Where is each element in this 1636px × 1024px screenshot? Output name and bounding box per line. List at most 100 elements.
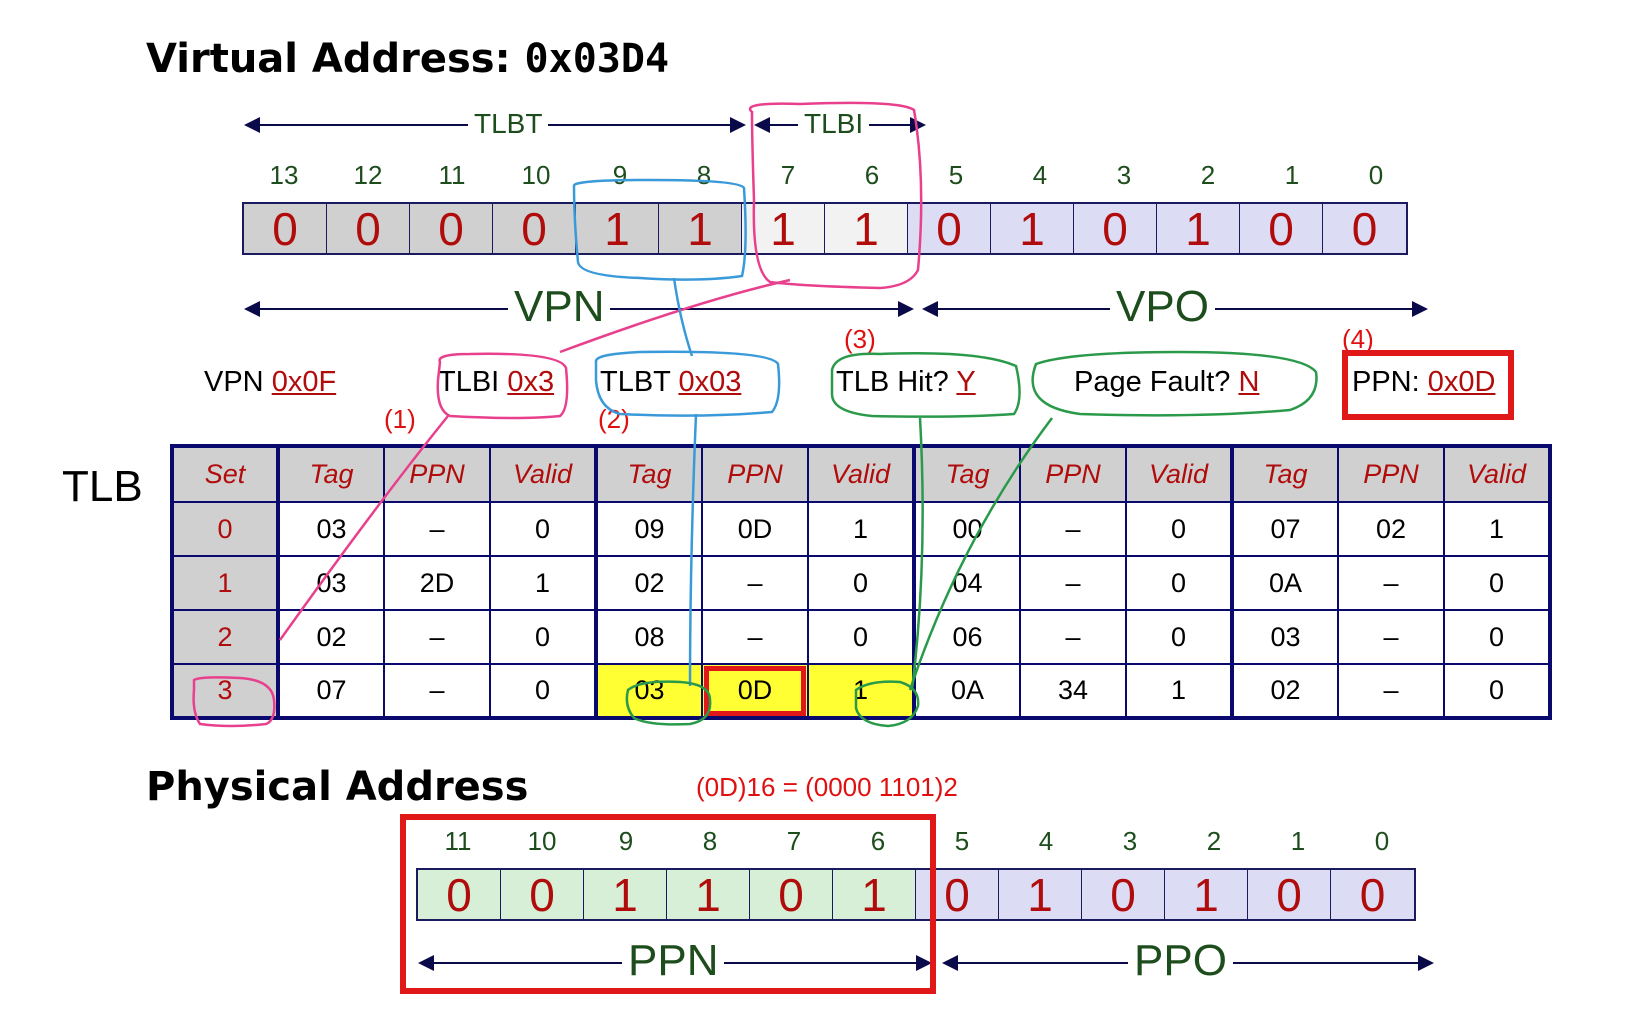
pink-to-set-line bbox=[278, 415, 449, 641]
physical-bit-cell: 1 bbox=[1165, 869, 1248, 921]
physical-bit-number: 5 bbox=[954, 826, 970, 856]
tlb-cell: 0 bbox=[1443, 555, 1551, 611]
tlb-cell: – bbox=[701, 555, 809, 611]
virtual-bit-cell: 1 bbox=[659, 203, 742, 255]
tlb-cell: 1 bbox=[489, 555, 597, 611]
green-valid-loop bbox=[854, 680, 920, 728]
tlb-cell: 03 bbox=[594, 663, 703, 719]
tlb-cell: 0 bbox=[807, 609, 915, 665]
tlb-cell: 03 bbox=[276, 501, 385, 557]
ppn-answer-box bbox=[1342, 350, 1514, 420]
virtual-bit-number: 7 bbox=[780, 160, 796, 190]
virtual-bit-cell: 0 bbox=[410, 203, 493, 255]
vpn-field-value: 0x0F bbox=[271, 366, 337, 398]
green-page-fault-loop bbox=[1031, 350, 1318, 417]
tlb-cell: 03 bbox=[1230, 609, 1339, 665]
virtual-bit-cell: 0 bbox=[244, 203, 327, 255]
virtual-bit-number: 13 bbox=[269, 160, 299, 190]
tlb-cell: 07 bbox=[276, 663, 385, 719]
virtual-bit-cell: 0 bbox=[1240, 203, 1323, 255]
tlb-cell: 1 bbox=[807, 501, 915, 557]
physical-bit-number: 7 bbox=[786, 826, 802, 856]
ppn-field-value: 0x0D bbox=[1427, 366, 1496, 398]
page-fault-value: N bbox=[1238, 366, 1260, 398]
tlb-header-cell: Tag bbox=[276, 445, 385, 503]
tlb-cell: – bbox=[1337, 555, 1445, 611]
step-3-label: (3) bbox=[844, 324, 876, 354]
tlb-header-cell: Valid bbox=[1125, 445, 1233, 503]
tlbi-label: TLBI bbox=[798, 108, 870, 140]
ppn-label: PPN bbox=[622, 936, 725, 986]
physical-bit-number: 1 bbox=[1290, 826, 1306, 856]
virtual-bit-cell: 1 bbox=[1157, 203, 1240, 255]
vpn-label: VPN bbox=[508, 282, 611, 332]
virtual-bit-cell: 1 bbox=[991, 203, 1074, 255]
tlb-set-cell: 3 bbox=[171, 663, 279, 719]
tlb-cell: 0D bbox=[701, 663, 809, 719]
green-hit-line bbox=[910, 417, 924, 691]
physical-bit-cell: 0 bbox=[501, 869, 584, 921]
physical-bit-cell: 0 bbox=[1248, 869, 1331, 921]
green-tlb-hit-loop bbox=[830, 351, 1021, 418]
tlb-cell: 0 bbox=[1125, 501, 1233, 557]
tlb-cell: 2D bbox=[383, 555, 491, 611]
tlb-set-cell: 0 bbox=[171, 501, 279, 557]
tlb-cell: – bbox=[701, 609, 809, 665]
virtual-bit-cell: 0 bbox=[1323, 203, 1406, 255]
tlb-cell: 02 bbox=[594, 555, 703, 611]
tlb-cell: 0 bbox=[1125, 609, 1233, 665]
virtual-bit-number: 0 bbox=[1368, 160, 1384, 190]
physical-bit-cell: 1 bbox=[999, 869, 1082, 921]
tlb-cell: 0 bbox=[1443, 609, 1551, 665]
tlb-cell: 34 bbox=[1019, 663, 1127, 719]
green-tag-loop bbox=[625, 680, 712, 726]
virtual-bit-cell: 1 bbox=[825, 203, 908, 255]
physical-bit-number: 11 bbox=[444, 826, 472, 856]
pink-link-line bbox=[559, 278, 791, 354]
ppn-bits-box bbox=[400, 814, 936, 994]
blue-to-tag-line bbox=[688, 413, 698, 687]
tlbt-field: TLBT 0x03 bbox=[600, 366, 741, 399]
page-fault-field: Page Fault? N bbox=[1074, 366, 1259, 399]
tlb-cell: 02 bbox=[1337, 501, 1445, 557]
physical-bit-number: 8 bbox=[702, 826, 718, 856]
virtual-bit-number: 11 bbox=[438, 160, 466, 190]
physical-bit-number: 9 bbox=[618, 826, 634, 856]
tlb-hit-label: TLB Hit? bbox=[836, 366, 957, 398]
pink-tlbi-field-loop bbox=[436, 352, 569, 420]
tlb-cell: – bbox=[383, 609, 491, 665]
tlb-cell: 09 bbox=[594, 501, 703, 557]
physical-bit-number: 3 bbox=[1122, 826, 1138, 856]
virtual-address-label: Virtual Address: bbox=[146, 36, 525, 82]
tlb-cell: – bbox=[383, 501, 491, 557]
ppo-label: PPO bbox=[1128, 936, 1233, 986]
virtual-bit-cell: 1 bbox=[576, 203, 659, 255]
tlb-cell: 0 bbox=[1125, 555, 1233, 611]
physical-bit-cell: 1 bbox=[667, 869, 750, 921]
tlb-label: TLB bbox=[62, 462, 143, 511]
physical-bit-cell: 0 bbox=[750, 869, 833, 921]
tlb-cell: 0 bbox=[489, 609, 597, 665]
physical-bit-cell: 1 bbox=[584, 869, 667, 921]
tlb-cell: – bbox=[1019, 501, 1127, 557]
virtual-address-value: 0x03D4 bbox=[524, 36, 670, 82]
tlb-header-cell: Valid bbox=[1443, 445, 1551, 503]
tlb-hit-value: Y bbox=[956, 366, 976, 398]
virtual-bit-number: 8 bbox=[696, 160, 712, 190]
tlb-cell: 0 bbox=[489, 501, 597, 557]
tlb-cell: – bbox=[1019, 609, 1127, 665]
step-1-label: (1) bbox=[384, 404, 416, 434]
tlb-header-cell: Tag bbox=[1230, 445, 1339, 503]
ppn-field: PPN: 0x0D bbox=[1352, 366, 1495, 399]
vpn-field-label: VPN bbox=[204, 366, 272, 398]
virtual-bit-number: 6 bbox=[864, 160, 880, 190]
virtual-bit-cell: 0 bbox=[1074, 203, 1157, 255]
tlb-cell: 0 bbox=[489, 663, 597, 719]
tlb-cell: 0 bbox=[807, 555, 915, 611]
physical-bit-cell: 0 bbox=[418, 869, 501, 921]
